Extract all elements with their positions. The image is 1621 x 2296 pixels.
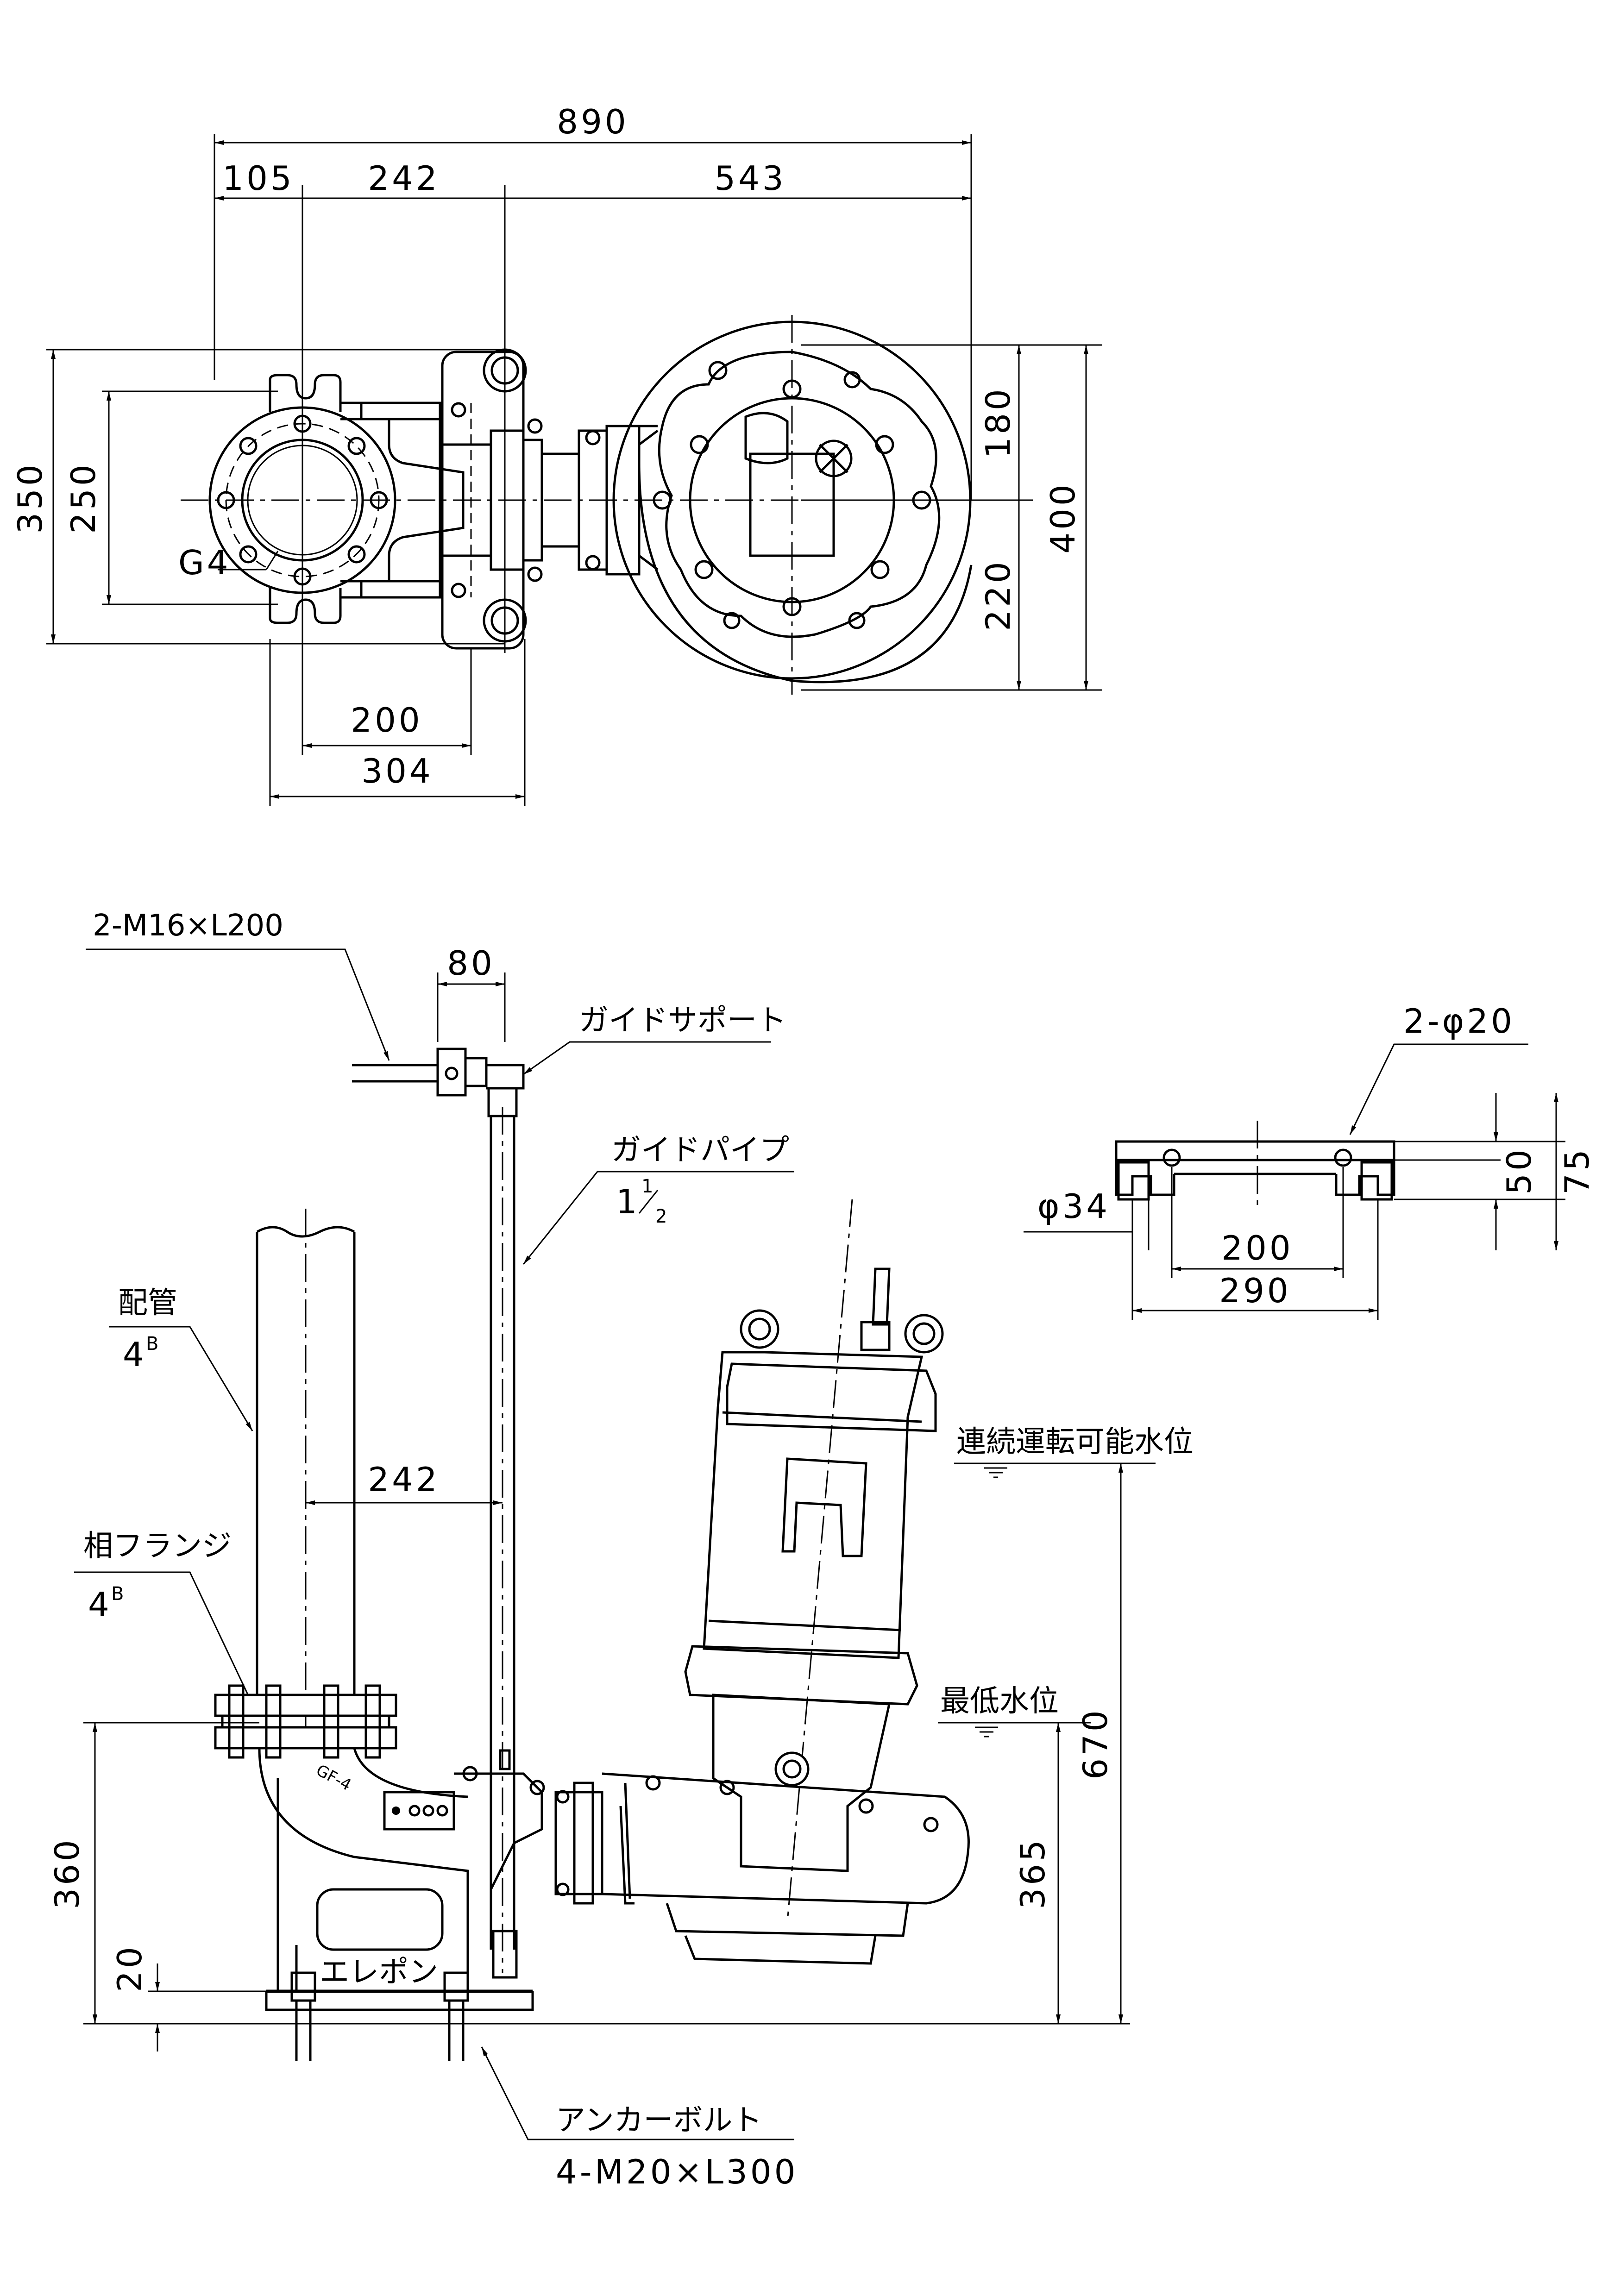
guide-pipe-size-num: 1 [641,1176,653,1197]
pump-side [554,1199,970,1965]
mating-flange-side [214,1684,397,1759]
label-guide-pipe: ガイドパイプ [611,1133,789,1167]
label-holes: 2-φ20 [1403,1002,1515,1041]
guide-bracket-top [340,348,543,650]
dim-20: 20 [110,1944,149,1992]
guide-claw [383,1749,545,1926]
dim-200-top: 200 [351,701,422,740]
pump-body-top [612,320,973,684]
dim-50: 50 [1500,1147,1539,1195]
dim-543: 543 [714,159,786,198]
label-piping-size-sup: B [146,1333,158,1355]
label-mating-flange-size-sup: B [111,1583,124,1605]
guide-support [352,1048,525,1117]
base-detail: 2-φ20 50 75 φ34 200 290 [1024,1002,1596,1320]
dim-350: 350 [11,462,50,533]
label-continuous-water-level: 連続運転可能水位 [956,1425,1194,1459]
label-guide-support: ガイドサポート [579,1004,786,1038]
label-lowest-water-level: 最低水位 [940,1684,1059,1719]
dim-80: 80 [447,944,495,983]
dim-890: 890 [557,102,628,141]
dim-75: 75 [1558,1147,1596,1195]
dim-105: 105 [222,159,294,198]
dim-360: 360 [48,1837,87,1909]
label-g4: G4 [178,543,231,582]
dim-250: 250 [64,462,103,533]
guide-pipe-size-whole: 1 [616,1182,640,1221]
dim-phi34: φ34 [1037,1187,1110,1226]
dim-242-top: 242 [368,159,440,198]
dim-670: 670 [1076,1707,1115,1779]
dim-200-base: 200 [1221,1229,1293,1267]
dim-242-side: 242 [368,1460,440,1499]
label-piping-size: 4 [123,1335,147,1374]
side-view: 2-M16×L200 80 ガイドサポート ガイドパイプ 1 1 2 [48,909,1194,2191]
dim-304: 304 [361,752,433,790]
guide-pipe [490,1107,515,1973]
label-guide-bolt: 2-M16×L200 [93,909,283,943]
dim-290: 290 [1219,1271,1291,1310]
pump-discharge-top [540,425,659,576]
dim-180: 180 [979,386,1018,458]
label-piping: 配管 [118,1286,177,1320]
label-mating-flange-size: 4 [88,1585,112,1624]
discharge-flange-top: G4 [178,374,396,624]
dim-220: 220 [979,559,1018,631]
top-view: 890 105 242 543 350 250 180 220 400 200 … [11,102,1102,806]
label-mating-flange: 相フランジ [83,1529,232,1563]
guide-pipe-size-den: 2 [655,1206,667,1227]
label-anchor-bolt-spec: 4-M20×L300 [556,2152,798,2191]
base-marking-gf4: GF-4 [313,1761,354,1795]
dim-365: 365 [1013,1837,1052,1909]
dim-400: 400 [1043,482,1082,553]
label-anchor-bolt: アンカーボルト [556,2103,762,2138]
brand-logo: エレポン [320,1955,438,1989]
discharge-piping [256,1209,356,1741]
